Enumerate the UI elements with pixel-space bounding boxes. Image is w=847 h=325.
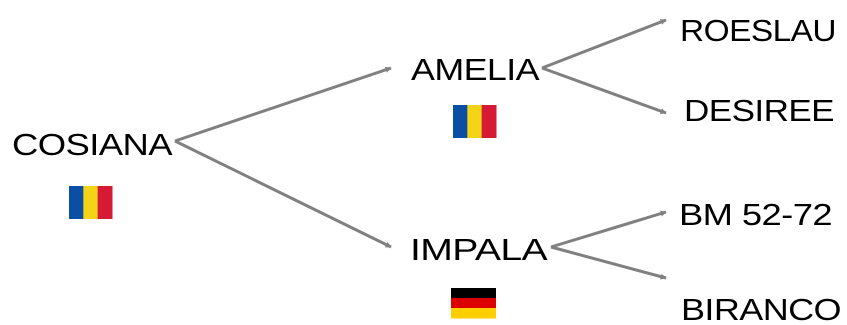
edge-impala-biranco <box>550 245 667 280</box>
node-amelia-label: AMELIA <box>411 52 540 87</box>
edge-cosiana-amelia <box>174 66 392 143</box>
flag-stripe <box>451 288 496 299</box>
flag-stripe <box>467 105 483 138</box>
edge-amelia-desiree <box>541 66 667 115</box>
node-roeslau-label: ROESLAU <box>680 13 836 48</box>
flag-stripe <box>481 105 497 138</box>
flag-stripe <box>97 186 113 219</box>
edge-cosiana-impala <box>174 139 392 249</box>
cosiana-romania-flag-icon <box>69 186 113 219</box>
flag-stripe <box>453 105 468 138</box>
node-cosiana-label: COSIANA <box>12 127 173 162</box>
node-bm5272-label: BM 52-72 <box>679 197 832 232</box>
flag-stripe <box>83 186 99 219</box>
flag-stripe <box>451 298 496 309</box>
impala-germany-flag-icon <box>451 288 496 319</box>
node-desiree-label: DESIREE <box>684 93 834 128</box>
edge-impala-bm5272 <box>550 210 667 249</box>
edge-amelia-roeslau <box>541 18 667 70</box>
flag-stripe <box>69 186 84 219</box>
flag-stripe <box>451 308 496 319</box>
node-impala-label: IMPALA <box>410 232 548 267</box>
node-biranco-label: BIRANCO <box>681 292 841 325</box>
amelia-romania-flag-icon <box>453 105 497 138</box>
